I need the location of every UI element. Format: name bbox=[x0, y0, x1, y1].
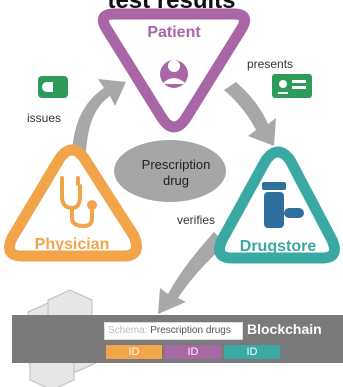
id-field-drugstore: ID bbox=[224, 345, 280, 359]
edge-label-presents: presents bbox=[247, 57, 294, 71]
id-field-patient: ID bbox=[165, 345, 221, 359]
arrow-presents-icon bbox=[224, 82, 276, 146]
schema-key: Schema: bbox=[108, 325, 148, 336]
edge-label-issues: issues bbox=[27, 111, 62, 125]
prescription-card-icon bbox=[272, 74, 312, 98]
center-ellipse bbox=[114, 140, 226, 202]
user-icon bbox=[160, 60, 188, 88]
physician-label: Physician bbox=[34, 236, 110, 253]
schema-value: Prescription drugs bbox=[150, 325, 231, 336]
stethoscope-icon bbox=[60, 176, 97, 229]
flow-arrows bbox=[72, 79, 276, 314]
center-label: Prescription drug bbox=[141, 157, 211, 188]
physician-triangle bbox=[4, 144, 142, 262]
id-field-physician: ID bbox=[106, 345, 162, 359]
page-title: test results bbox=[107, 0, 236, 14]
arrow-issues-icon bbox=[72, 79, 126, 152]
schema-box: Schema: Prescription drugs bbox=[104, 322, 243, 340]
edge-label-verifies: verifies bbox=[177, 213, 216, 227]
blockchain-title: Blockchain bbox=[247, 321, 322, 337]
pill-bottle-icon bbox=[262, 182, 304, 228]
arrow-verifies-icon bbox=[158, 232, 226, 314]
drugstore-label: Drugstore bbox=[239, 238, 317, 255]
pill-icon bbox=[38, 76, 68, 98]
patient-label: Patient bbox=[147, 24, 201, 41]
